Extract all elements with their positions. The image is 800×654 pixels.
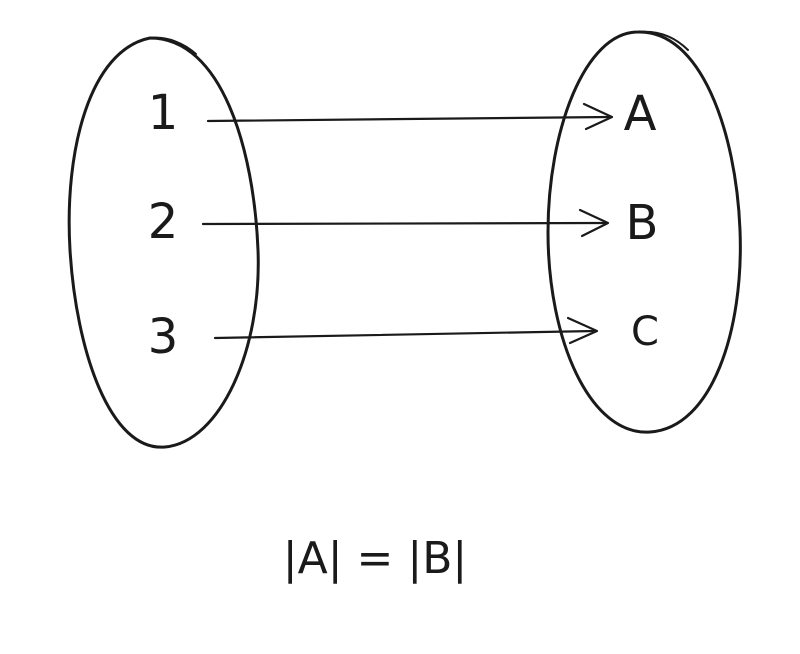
domain-element-3: 3: [148, 309, 179, 365]
arrow-2-to-b: [201, 208, 610, 238]
codomain-set: [546, 30, 742, 434]
arrow-1-to-a: [206, 102, 614, 131]
codomain-set-outline: [546, 30, 742, 434]
codomain-element-b: B: [626, 195, 659, 251]
cardinality-caption: |A| = |B|: [283, 533, 467, 584]
arrow-3-to-c: [213, 316, 599, 345]
codomain-element-a: A: [624, 86, 657, 142]
codomain-set-outline-overlap: [637, 30, 689, 51]
domain-set-outline: [67, 36, 260, 449]
domain-set-outline-overlap: [149, 36, 197, 55]
domain-set: [67, 36, 260, 449]
domain-element-1: 1: [148, 85, 179, 141]
codomain-element-c: C: [631, 309, 659, 355]
domain-element-2: 2: [148, 194, 179, 250]
